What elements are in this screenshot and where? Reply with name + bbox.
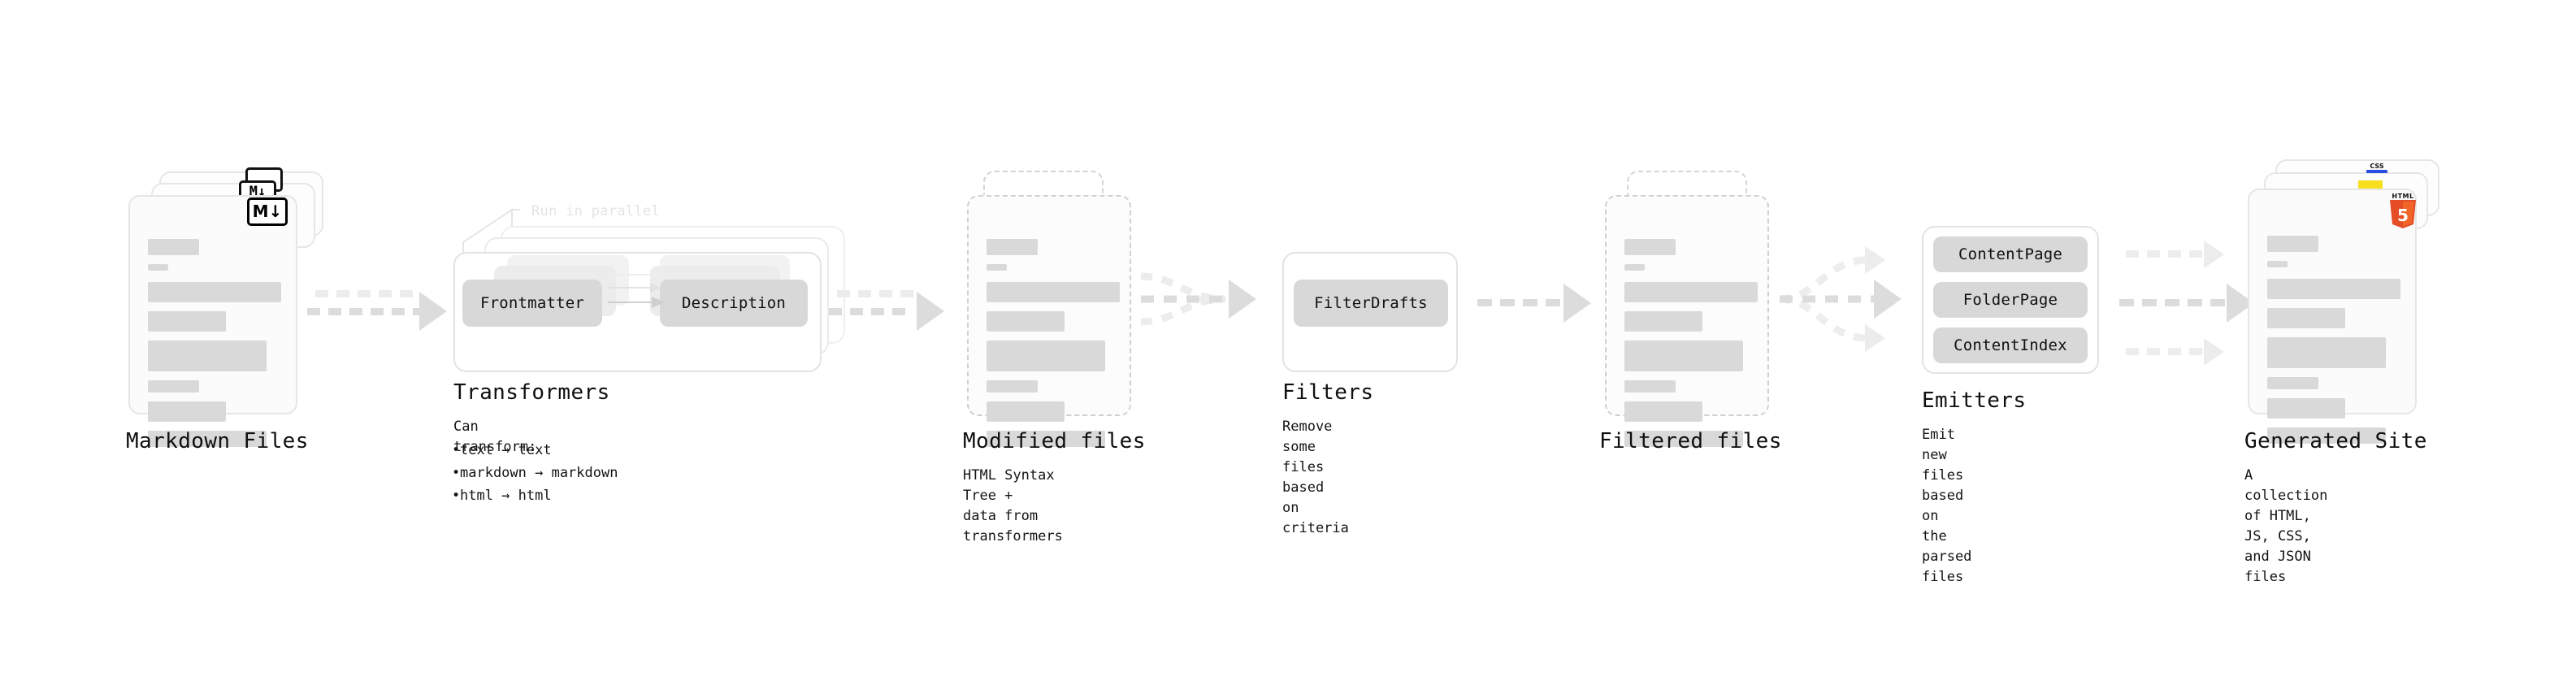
svg-text:5: 5	[2397, 206, 2409, 225]
plugin-pill-folderpage[interactable]: FolderPage	[1933, 282, 2088, 318]
transformer-capability-list: text → text markdown → markdown html → h…	[460, 439, 618, 507]
skeleton-bar	[2267, 236, 2318, 252]
skeleton-bar	[1624, 282, 1758, 302]
skeleton-bar	[987, 282, 1120, 302]
plugin-pill-contentpage[interactable]: ContentPage	[1933, 236, 2088, 272]
skeleton-bar	[1624, 340, 1743, 371]
skeleton-bar	[1624, 380, 1676, 393]
skeleton-bar	[987, 380, 1038, 393]
modified-file-card	[967, 195, 1131, 447]
plugin-pill-frontmatter[interactable]: Frontmatter	[462, 280, 602, 327]
css3-icon: CSS	[2366, 163, 2387, 176]
skeleton-bar	[148, 401, 226, 422]
skeleton-bar	[148, 311, 226, 332]
skeleton-bar	[148, 282, 281, 302]
stage-subtitle-filters: Remove some files based on criteria	[1282, 419, 1349, 536]
skeleton-bar	[148, 340, 267, 371]
bullet-dots: •••	[452, 442, 461, 504]
skeleton-bar	[2267, 279, 2400, 299]
stage-title-emitters: Emitters	[1922, 388, 2027, 413]
skeleton-bar	[2267, 337, 2386, 368]
skeleton-bar	[1624, 311, 1702, 332]
plugin-pill-contentindex[interactable]: ContentIndex	[1933, 327, 2088, 363]
plugin-pill-description[interactable]: Description	[660, 280, 808, 327]
skeleton-bar	[987, 264, 1007, 271]
html5-icon: HTML 5	[2387, 193, 2418, 230]
skeleton-bar	[2267, 427, 2386, 444]
stage-subtitle-transformers: Can transform:	[453, 419, 537, 455]
stage-title-generated-site: Generated Site	[2244, 429, 2427, 453]
skeleton-bar	[2267, 398, 2345, 419]
skeleton-bar	[987, 239, 1038, 255]
stage-title-filters: Filters	[1282, 380, 1374, 405]
capability-item: text → text	[460, 442, 552, 458]
capability-item: markdown → markdown	[460, 465, 618, 481]
skeleton-bar	[1624, 431, 1743, 447]
skeleton-bar	[987, 431, 1105, 447]
stage-title-transformers: Transformers	[453, 380, 610, 405]
filtered-skeleton-bars	[1624, 239, 1758, 456]
html5-wordmark: HTML	[2392, 193, 2414, 200]
skeleton-bar	[148, 239, 199, 255]
skeleton-bar	[987, 340, 1105, 371]
markdown-file-card	[128, 195, 297, 447]
stage-title-modified-files: Modified files	[963, 429, 1146, 453]
skeleton-bar	[987, 401, 1065, 422]
capability-item: html → html	[460, 488, 552, 504]
skeleton-bar	[1624, 264, 1645, 271]
stage-subtitle-modified-files: HTML Syntax Tree + data from transformer…	[963, 467, 1063, 544]
skeleton-bar	[148, 431, 267, 447]
skeleton-bar	[2267, 261, 2288, 267]
stage-title-markdown-files: Markdown Files	[126, 429, 309, 453]
skeleton-bar	[148, 264, 168, 271]
skeleton-bar	[987, 311, 1065, 332]
site-skeleton-bars	[2267, 236, 2400, 453]
skeleton-bar	[1624, 239, 1676, 255]
skeleton-bar	[1624, 401, 1702, 422]
skeleton-bar	[148, 380, 199, 393]
stage-subtitle-emitters: Emit new files based on the parsed files	[1922, 427, 1972, 585]
modified-skeleton-bars	[987, 239, 1120, 456]
transformer-internal-arrows	[608, 270, 665, 308]
skeleton-bar	[2267, 377, 2318, 389]
filtered-file-card	[1605, 195, 1769, 447]
generated-site-card	[2248, 189, 2417, 444]
plugin-pill-filterdrafts[interactable]: FilterDrafts	[1294, 280, 1448, 327]
stage-title-filtered-files: Filtered files	[1599, 429, 1782, 453]
markdown-skeleton-bars	[148, 239, 281, 456]
markdown-icon: M↓	[247, 197, 288, 226]
skeleton-bar	[2267, 308, 2345, 328]
stage-subtitle-generated-site: A collection of HTML, JS, CSS, and JSON …	[2244, 467, 2328, 585]
run-in-parallel-label: Run in parallel	[531, 203, 661, 219]
